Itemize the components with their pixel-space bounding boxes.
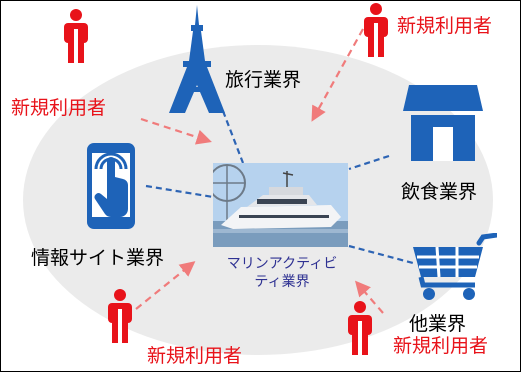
center-label-line2: ティ業界 — [254, 274, 310, 291]
link-info-center — [145, 184, 214, 199]
new-user-label-left: 新規利用者 — [11, 97, 107, 119]
tower-icon — [169, 5, 225, 113]
cruiser-boat-photo — [213, 163, 348, 247]
industry-label-info: 情報サイト業界 — [31, 247, 165, 269]
smartphone-tap-icon — [87, 143, 135, 229]
person-icon-bottom-left — [108, 289, 132, 343]
center-label: マリンアクティビ ティ業界 — [203, 255, 361, 291]
cart-icon — [413, 233, 497, 300]
link-travel-center — [221, 110, 245, 164]
person-icon-bottom-right — [348, 301, 372, 355]
arrow-new-user-top-right — [311, 28, 364, 122]
industry-label-travel: 旅行業界 — [225, 69, 302, 91]
person-icon-top-right — [364, 3, 388, 57]
link-other-center — [348, 244, 414, 265]
new-user-label-top-right: 新規利用者 — [397, 15, 493, 37]
link-food-center — [348, 154, 390, 171]
industry-label-other: 他業界 — [409, 313, 467, 335]
arrow-new-user-bottom-left — [135, 261, 196, 310]
center-label-line1: マリンアクティビ — [226, 256, 338, 272]
shop-icon — [403, 85, 483, 161]
arrow-new-user-left — [140, 117, 212, 145]
industry-label-food: 飲食業界 — [401, 181, 478, 203]
arrow-new-user-bottom-right — [354, 280, 384, 314]
new-user-label-bottom-left: 新規利用者 — [147, 345, 243, 367]
person-icon-top-left — [64, 9, 88, 63]
new-user-label-bottom-right: 新規利用者 — [393, 335, 489, 357]
